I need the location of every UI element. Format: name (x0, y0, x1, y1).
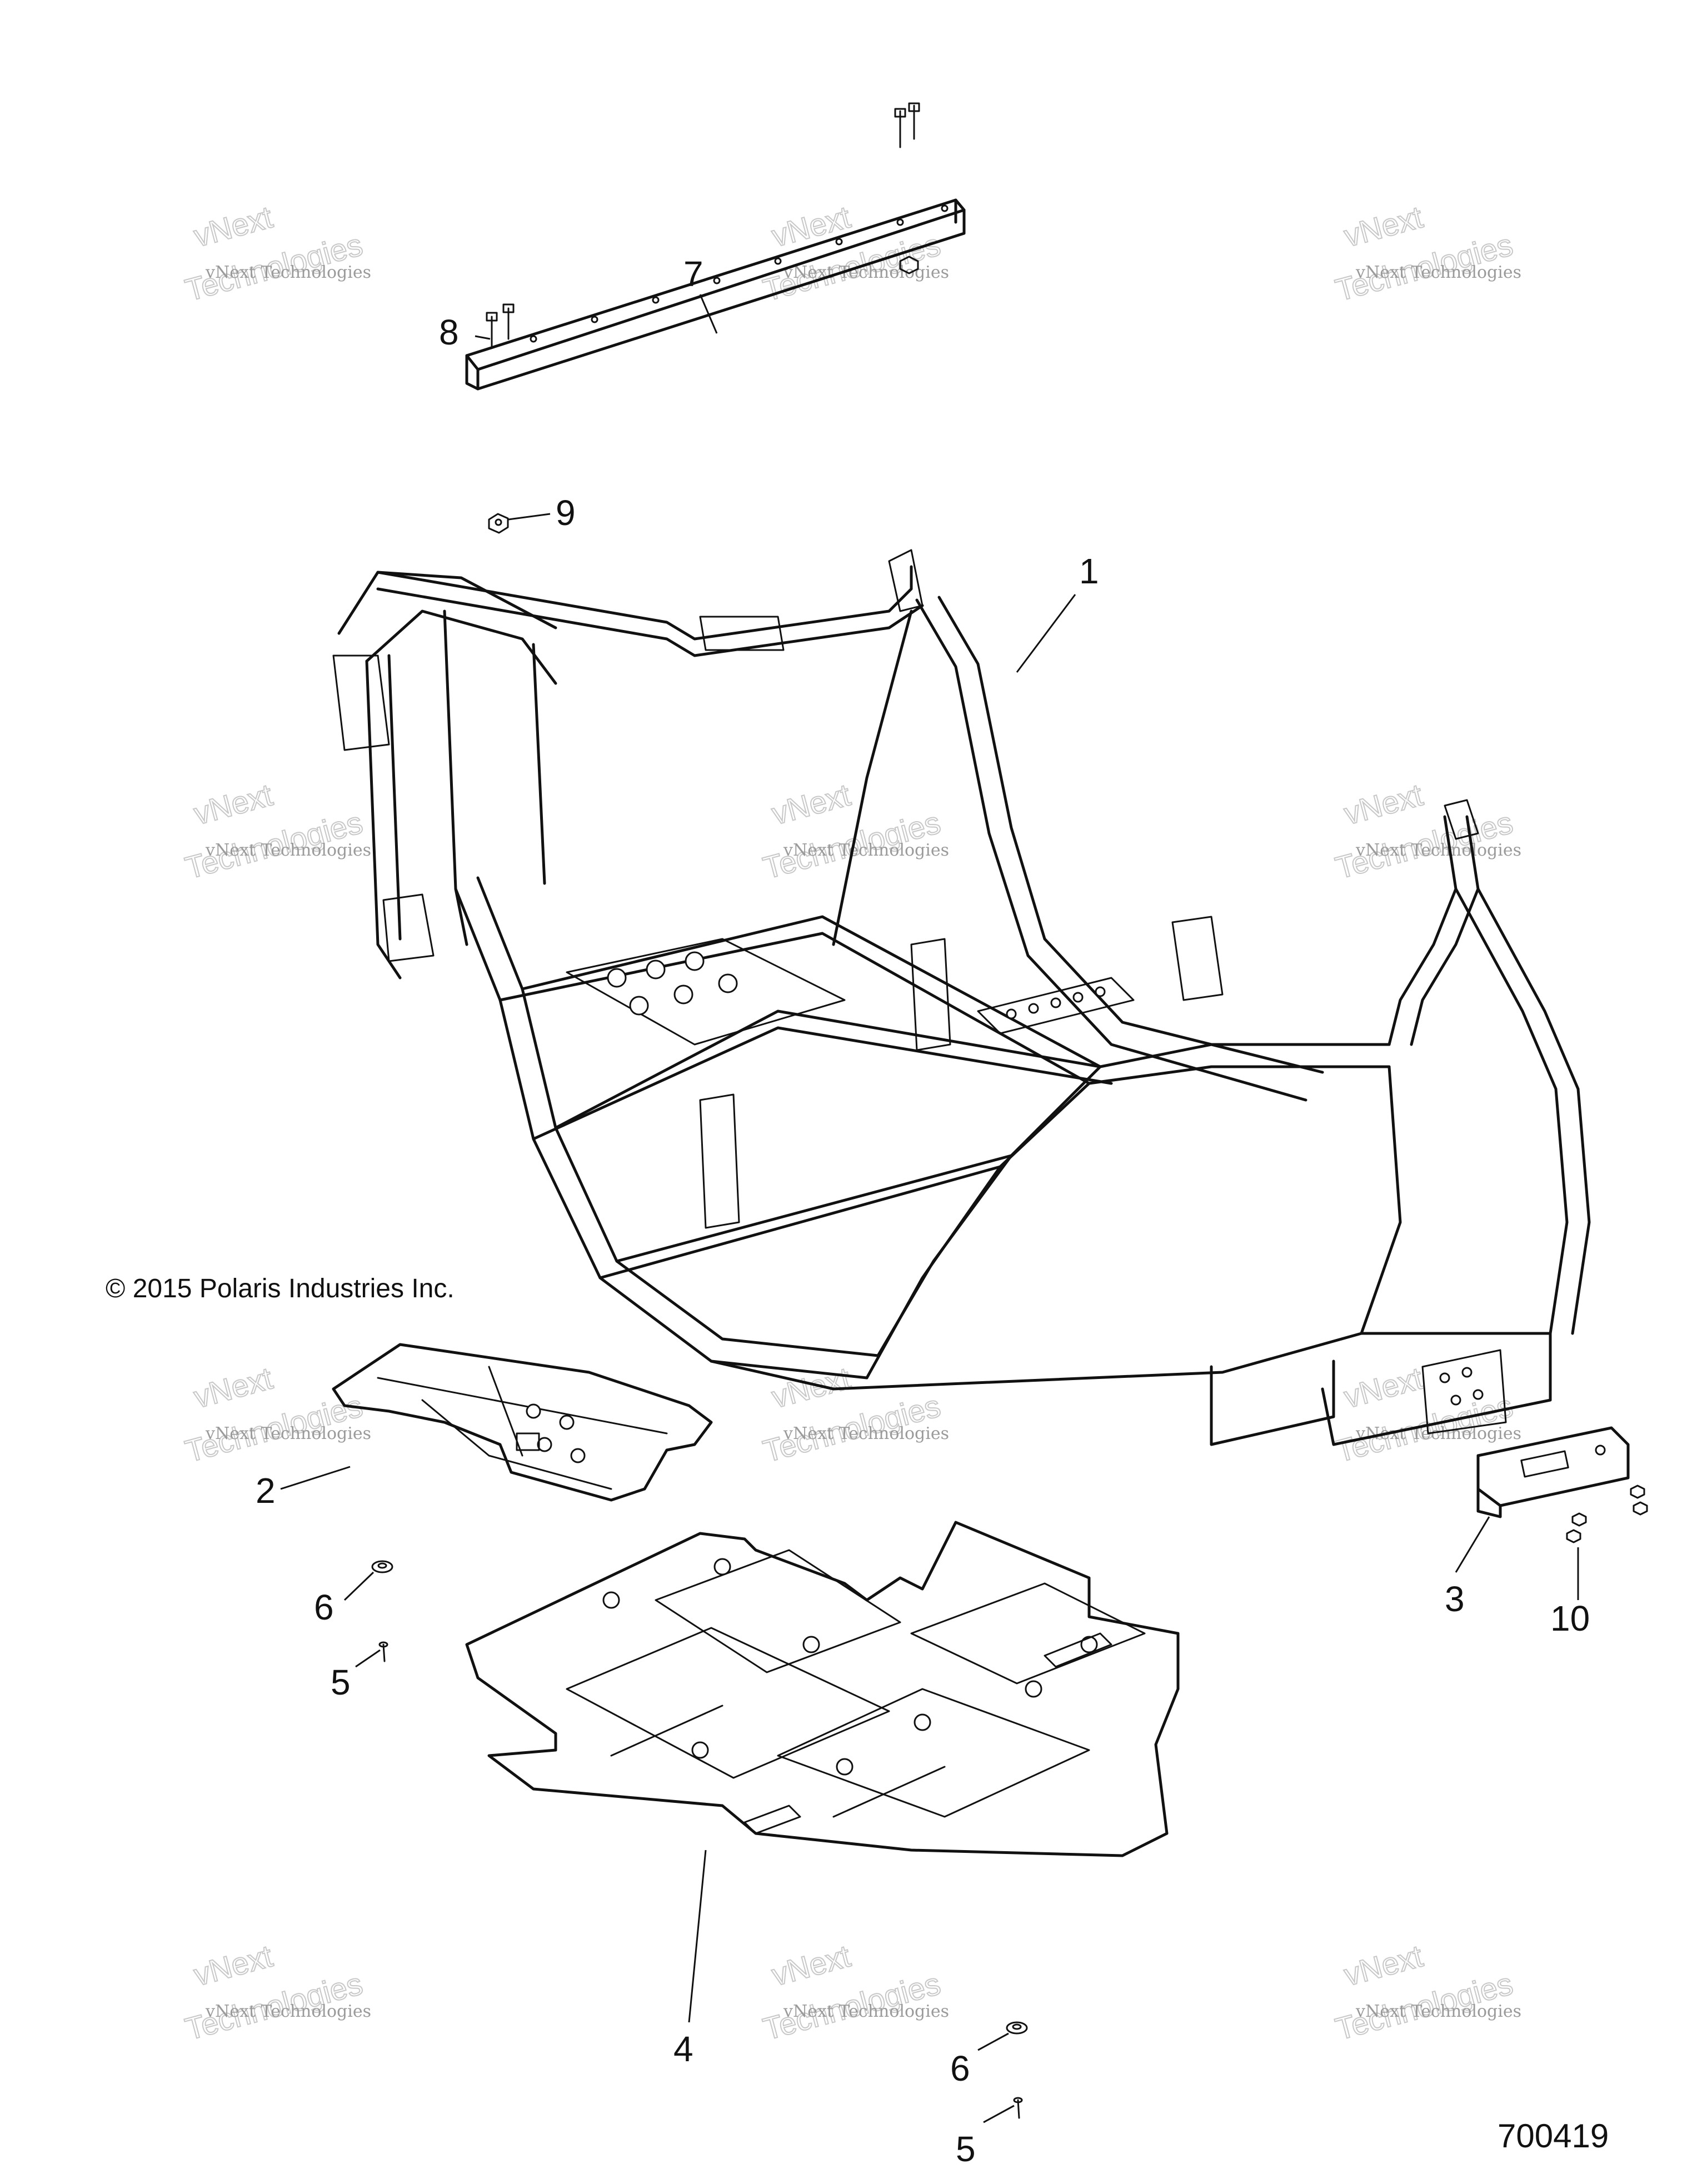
watermark-text: vNext Technologies (1355, 263, 1521, 282)
cross-bar (465, 198, 966, 391)
vehicle-frame (332, 549, 1591, 1446)
watermark-text: vNext Technologies (205, 841, 371, 860)
main-skid-plate (465, 1521, 1180, 1857)
callout-front-skid-plate: 2 (256, 1471, 276, 1511)
watermark-text: vNext Technologies (205, 2002, 371, 2021)
bracket-bolts (1566, 1485, 1648, 1543)
watermark-big: vNext (768, 1938, 854, 1992)
watermark-text: vNext Technologies (205, 263, 371, 282)
watermark-text: vNext Technologies (1355, 841, 1521, 860)
nut (488, 513, 509, 534)
callout-bolt: 8 (439, 312, 459, 352)
callout-grommet-left: 6 (314, 1587, 334, 1627)
callout-frame: 1 (1079, 551, 1099, 591)
callout-screw-left: 5 (331, 1662, 351, 1702)
callout-screw-bottom: 5 (956, 2129, 976, 2169)
callout-main-skid-plate: 4 (673, 2029, 693, 2069)
watermark-text: vNext Technologies (783, 1424, 949, 1443)
document-number: 700419 (1498, 2117, 1609, 2155)
watermark-big: vNext (190, 1360, 276, 1415)
leader-lines (280, 294, 1579, 2123)
watermark-text: vNext Technologies (205, 1424, 371, 1443)
watermark-big: vNext (1340, 199, 1426, 253)
screw-left (378, 1641, 388, 1662)
callout-grommet-bottom: 6 (950, 2048, 970, 2088)
callout-bracket: 3 (1445, 1579, 1465, 1619)
grommet-bottom (1006, 2021, 1028, 2035)
screw-bottom (1013, 2097, 1023, 2119)
front-bracket (1476, 1426, 1630, 1518)
grommet-left (371, 1560, 393, 1573)
watermark-big: vNext (1340, 777, 1426, 831)
watermark-big: vNext (190, 199, 276, 253)
watermark-big: vNext (1340, 1938, 1426, 1992)
bolt-pair-left (486, 303, 515, 348)
callout-cross-bar: 7 (683, 254, 703, 294)
watermark-big: vNext (190, 777, 276, 831)
front-skid-plate (332, 1343, 713, 1502)
watermark-text: vNext Technologies (783, 2002, 949, 2021)
watermark-big: vNext (1340, 1360, 1426, 1415)
watermark-big: vNext (768, 777, 854, 831)
copyright-text: © 2015 Polaris Industries Inc. (106, 1274, 455, 1303)
watermark-text: vNext Technologies (1355, 2002, 1521, 2021)
callout-nut: 9 (556, 493, 576, 533)
nut-top (899, 256, 919, 274)
bolt-pair-top (894, 102, 920, 148)
watermark-text: vNext Technologies (783, 841, 949, 860)
watermark-big: vNext (190, 1938, 276, 1992)
callout-bracket-bolt: 10 (1550, 1598, 1590, 1638)
